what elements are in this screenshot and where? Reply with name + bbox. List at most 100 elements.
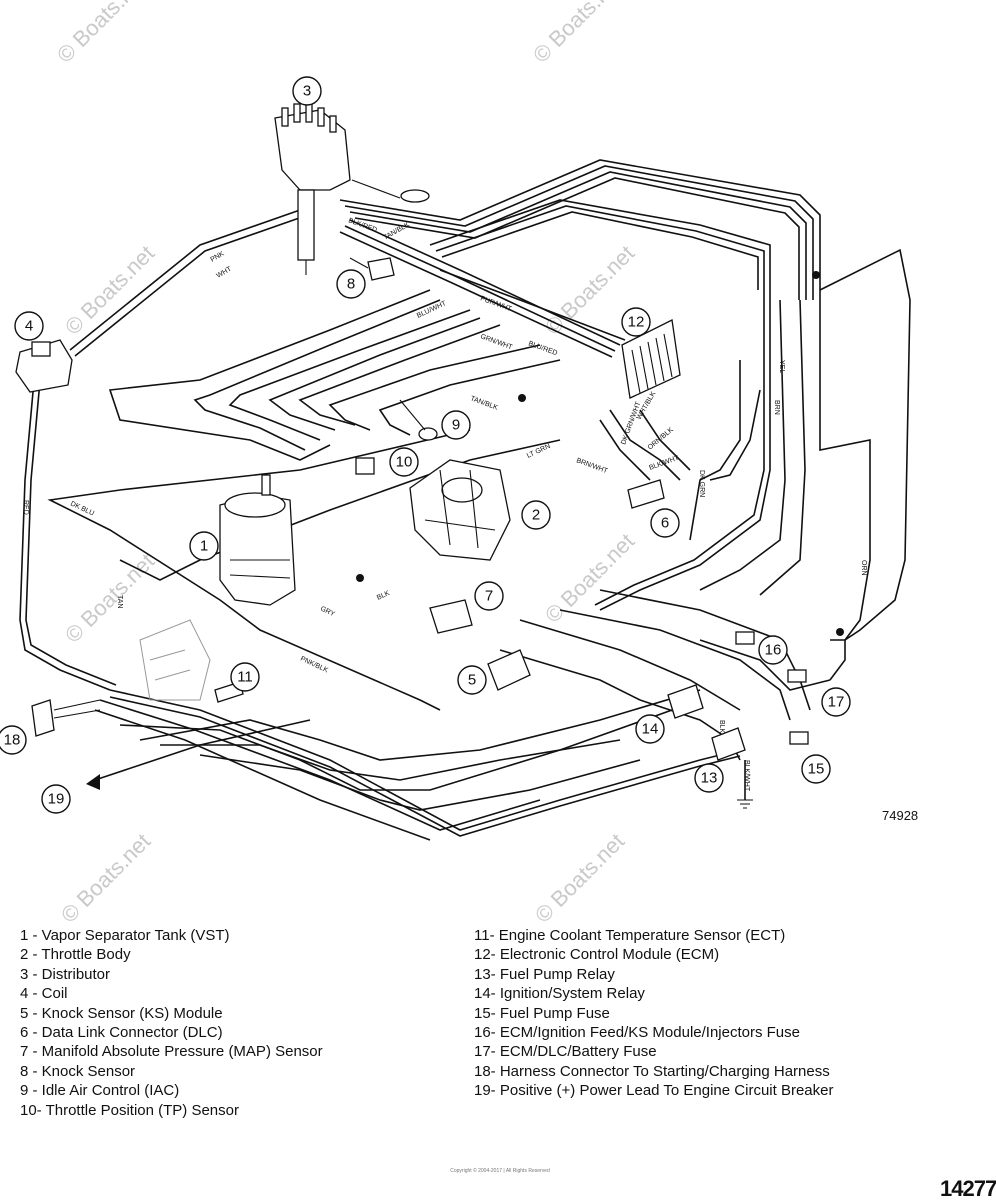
wire-label: DK GRN bbox=[698, 470, 705, 497]
legend-item: 11- Engine Coolant Temperature Sensor (E… bbox=[474, 927, 786, 944]
wire-label: BLK/WHT bbox=[648, 454, 680, 471]
legend-item: 7 - Manifold Absolute Pressure (MAP) Sen… bbox=[20, 1043, 323, 1061]
callout-7: 7 bbox=[474, 581, 504, 611]
distributor bbox=[274, 103, 430, 275]
svg-text:5: 5 bbox=[468, 672, 476, 689]
harness-connector bbox=[31, 699, 101, 737]
page-number: 14277 bbox=[940, 1176, 996, 1201]
knock-sensor bbox=[349, 257, 395, 281]
callout-15: 15 bbox=[801, 754, 831, 784]
legend-right: 11- Engine Coolant Temperature Sensor (E… bbox=[474, 926, 833, 1101]
callout-18: 18 bbox=[0, 725, 27, 755]
legend-item: 14- Ignition/System Relay bbox=[474, 985, 645, 1003]
junction-dots bbox=[356, 271, 844, 636]
data-link-connector bbox=[627, 479, 665, 509]
svg-text:11: 11 bbox=[237, 669, 253, 686]
legend-item: 3 - Distributor bbox=[20, 965, 111, 983]
engine-outline bbox=[139, 619, 211, 701]
svg-text:14: 14 bbox=[642, 721, 659, 738]
wire-label: GRN/WHT bbox=[479, 333, 513, 351]
wire-label: TAN bbox=[116, 595, 123, 608]
legend-item: 1 - Vapor Separator Tank (VST) bbox=[20, 927, 230, 944]
callout-1: 1 bbox=[189, 531, 219, 561]
wire-label: BLK bbox=[376, 590, 391, 602]
legend-item: 6 - Data Link Connector (DLC) bbox=[20, 1024, 223, 1042]
legend-item: 13- Fuel Pump Relay bbox=[474, 965, 615, 983]
copyright-notice: Copyright © 2004-2017 | All Rights Reser… bbox=[450, 1168, 550, 1174]
legend-item: 18- Harness Connector To Starting/Chargi… bbox=[474, 1062, 830, 1080]
svg-text:2: 2 bbox=[532, 507, 540, 524]
svg-text:7: 7 bbox=[485, 588, 493, 605]
svg-text:6: 6 bbox=[661, 515, 669, 532]
callout-9: 9 bbox=[441, 410, 471, 440]
legend-item: 2 - Throttle Body bbox=[20, 946, 131, 964]
wire-label: TAN/BLK bbox=[469, 395, 499, 411]
wire-label: BRN/WHT bbox=[575, 457, 609, 475]
fuel-pump-relay bbox=[711, 727, 746, 761]
callout-3: 3 bbox=[292, 76, 322, 106]
callout-16: 16 bbox=[758, 635, 788, 665]
svg-text:17: 17 bbox=[828, 694, 845, 711]
throttle-body bbox=[409, 459, 511, 561]
wire-label: RED bbox=[22, 500, 29, 515]
wire-label: BLU/RED bbox=[527, 340, 558, 357]
svg-text:12: 12 bbox=[628, 314, 645, 331]
callout-6: 6 bbox=[650, 508, 680, 538]
callout-2: 2 bbox=[521, 500, 551, 530]
ecm bbox=[621, 319, 681, 399]
wire-label: WHT bbox=[216, 265, 234, 279]
callout-10: 10 bbox=[389, 447, 419, 477]
callout-5: 5 bbox=[457, 665, 487, 695]
svg-text:13: 13 bbox=[701, 770, 718, 787]
wire-label: BRN bbox=[773, 400, 780, 415]
callout-12: 12 bbox=[621, 307, 651, 337]
callout-4: 4 bbox=[14, 311, 44, 341]
legend-item: 8 - Knock Sensor bbox=[20, 1062, 136, 1080]
legend-item: 9 - Idle Air Control (IAC) bbox=[20, 1082, 180, 1100]
fuel-pump-fuse bbox=[789, 731, 809, 745]
wire-label: YEL bbox=[778, 360, 785, 373]
knock-sensor-module bbox=[487, 649, 531, 691]
figure-number: 74928 bbox=[882, 808, 919, 823]
ignition-relay bbox=[667, 684, 704, 719]
svg-text:8: 8 bbox=[347, 276, 355, 293]
legend-item: 10- Throttle Position (TP) Sensor bbox=[20, 1101, 239, 1119]
legend-item: 12- Electronic Control Module (ECM) bbox=[474, 946, 720, 964]
legend-item: 17- ECM/DLC/Battery Fuse bbox=[474, 1043, 657, 1061]
legend-item: 15- Fuel Pump Fuse bbox=[474, 1004, 610, 1022]
wire-label: PNK bbox=[210, 250, 226, 263]
wiring-diagram: PNK WHT RED DK BLU TAN BLK GRY LT GRN OR… bbox=[0, 76, 911, 841]
svg-text:3: 3 bbox=[303, 83, 311, 100]
legend-item: 16- ECM/Ignition Feed/KS Module/Injector… bbox=[474, 1024, 800, 1042]
wire-label: ORN bbox=[860, 560, 867, 576]
legend-item: 19- Positive (+) Power Lead To Engine Ci… bbox=[474, 1082, 834, 1100]
svg-text:19: 19 bbox=[48, 791, 65, 808]
legend-left: 1 - Vapor Separator Tank (VST) 2 - Throt… bbox=[20, 926, 323, 1120]
svg-text:4: 4 bbox=[25, 318, 33, 335]
callout-8: 8 bbox=[336, 269, 366, 299]
vapor-separator-tank bbox=[219, 474, 296, 606]
legend-item: 4 - Coil bbox=[20, 985, 68, 1003]
svg-text:10: 10 bbox=[396, 454, 413, 471]
svg-text:15: 15 bbox=[808, 761, 825, 778]
callout-17: 17 bbox=[821, 687, 851, 717]
callout-13: 13 bbox=[694, 763, 724, 793]
callout-19: 19 bbox=[41, 784, 71, 814]
legend-item: 5 - Knock Sensor (KS) Module bbox=[20, 1004, 223, 1022]
wire-label: ORN/BLK bbox=[647, 426, 675, 451]
wire-label: DK BLU bbox=[69, 500, 95, 517]
wire-bundles bbox=[19, 159, 911, 841]
map-sensor bbox=[429, 599, 473, 634]
svg-text:9: 9 bbox=[452, 417, 460, 434]
callout-14: 14 bbox=[635, 714, 665, 744]
wire-label: GRY bbox=[319, 605, 336, 618]
wire-label: DK GRN/WHT bbox=[620, 400, 642, 445]
svg-text:1: 1 bbox=[200, 538, 208, 555]
coil bbox=[15, 339, 73, 393]
ecm-dlc-battery-fuse bbox=[787, 669, 807, 683]
wire-label: PUR/WHT bbox=[479, 295, 513, 313]
idle-air-control bbox=[399, 399, 438, 441]
svg-text:16: 16 bbox=[765, 642, 782, 659]
wire-label: BLK/WHT bbox=[743, 760, 750, 792]
throttle-position-sensor bbox=[355, 457, 375, 475]
